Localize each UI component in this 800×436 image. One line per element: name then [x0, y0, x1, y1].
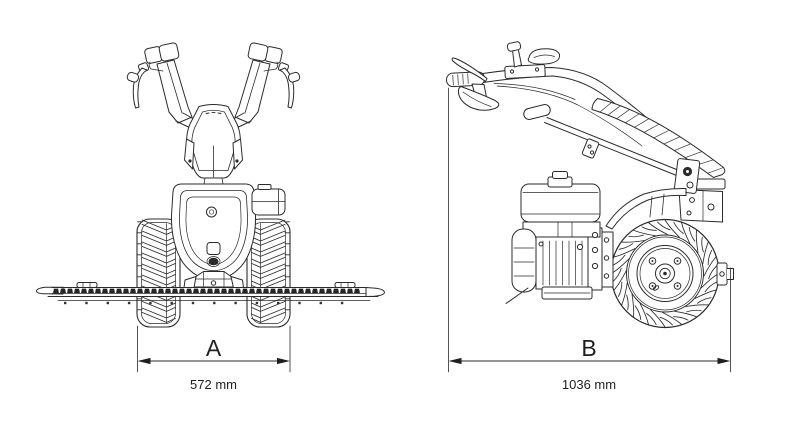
bar-mount-bracket — [183, 271, 244, 289]
steering-cowl — [184, 104, 243, 185]
left-handlebar — [126, 42, 200, 130]
left-tire — [136, 218, 181, 328]
pivot-bracket — [673, 158, 701, 194]
handlebar-support-console — [591, 98, 726, 178]
dimension-b: B 1036 mm — [448, 87, 731, 392]
handlebar-tube — [482, 67, 661, 147]
engine — [505, 171, 614, 304]
controls-cluster — [504, 41, 561, 79]
cutter-bar — [36, 282, 385, 305]
dimension-a-label: A — [206, 335, 222, 361]
gear-lever — [523, 104, 690, 180]
muffler — [251, 184, 286, 216]
dimension-b-label: B — [581, 335, 596, 361]
front-view-drawing: A 572 mm — [36, 41, 385, 392]
brake-lever-lower — [457, 83, 500, 111]
engine-cover — [170, 183, 257, 280]
clutch-lever-upper — [451, 57, 488, 82]
dimension-a: A 572 mm — [137, 325, 291, 392]
gearbox — [678, 178, 726, 223]
wheel — [610, 218, 720, 329]
side-view-drawing: B 1036 mm — [446, 41, 734, 392]
dimension-a-value: 572 mm — [190, 377, 237, 392]
fender — [605, 187, 687, 230]
dimension-b-value: 1036 mm — [562, 377, 616, 392]
axle-stub — [716, 262, 734, 286]
